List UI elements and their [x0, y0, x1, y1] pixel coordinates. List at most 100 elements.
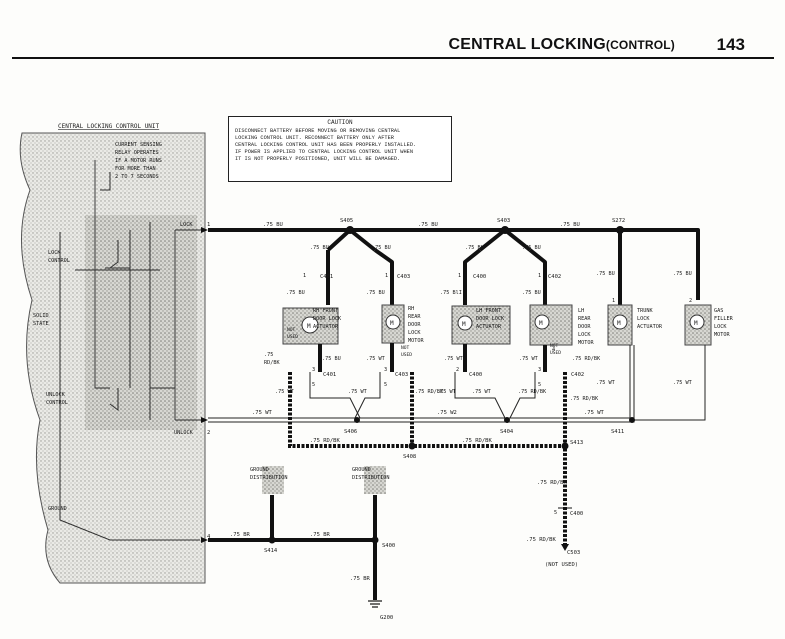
wire-label-br-2: .75 BR [310, 532, 331, 538]
svg-text:.75 WT: .75 WT [366, 356, 385, 362]
lock-control-label: LOCK CONTROL [48, 250, 70, 264]
subtitle-text: (CONTROL) [605, 38, 675, 52]
svg-text:LH FRONT: LH FRONT [476, 308, 501, 314]
wire-label-bu-2: .75 BU [418, 222, 438, 228]
svg-text:STATE: STATE [33, 321, 49, 327]
svg-text:UNLOCK: UNLOCK [46, 392, 66, 398]
lower-stubs [318, 343, 547, 372]
splice-s400: S400 [382, 543, 395, 549]
svg-text:USED: USED [550, 350, 561, 356]
connector-arrows [201, 227, 208, 543]
ground-dist-2: GROUND DISTRIBUTION [352, 466, 389, 494]
connector-c400c: C400 [570, 511, 583, 517]
svg-text:LOCK: LOCK [408, 330, 421, 336]
svg-text:.75 RD/BK: .75 RD/BK [415, 389, 444, 395]
svg-text:DOOR: DOOR [578, 324, 591, 330]
svg-text:.75 WT: .75 WT [444, 356, 463, 362]
rh-rear-motor: M [381, 304, 405, 344]
caution-line: IT IS NOT PROPERLY POSITIONED, UNIT WILL… [235, 156, 401, 162]
splice-s403: S403 [497, 218, 510, 224]
gas-filler-motor: M [684, 304, 712, 346]
svg-text:1: 1 [612, 298, 615, 304]
svg-text:.75 WT: .75 WT [596, 380, 615, 386]
wire-label-bu-i: .75 BlI [440, 290, 462, 296]
svg-text:.75 RD/BK: .75 RD/BK [570, 396, 599, 402]
svg-text:3: 3 [384, 367, 387, 373]
splice-s413: S413 [570, 440, 583, 446]
page-title: CENTRAL LOCKING(CONTROL) [449, 36, 676, 54]
svg-text:USED: USED [287, 334, 298, 340]
caution-line: LOCKING CONTROL UNIT. RECONNECT BATTERY … [235, 135, 394, 141]
ground-g200: G200 [380, 615, 393, 621]
ground-label: GROUND [48, 506, 67, 512]
svg-text:TRUNK: TRUNK [637, 308, 653, 314]
ground-g200-symbol [368, 600, 382, 608]
caution-box: CAUTION DISCONNECT BATTERY BEFORE MOVING… [228, 116, 452, 182]
svg-text:MOTOR: MOTOR [408, 338, 424, 344]
ground-wire-br [208, 495, 377, 600]
relay-note: CURRENT SENSING RELAY OPERATES IF A MOTO… [115, 142, 162, 180]
lh-rear-motor: M [529, 304, 573, 346]
svg-text:RH FRONT: RH FRONT [313, 308, 338, 314]
connector-labels-lower: C401 C403 C400 C402 [323, 372, 584, 378]
svg-text:.75 WT: .75 WT [472, 389, 491, 395]
svg-text:SOLID: SOLID [33, 313, 49, 319]
svg-text:M: M [617, 320, 621, 327]
svg-text:FOR MORE THAN: FOR MORE THAN [115, 166, 156, 172]
caution-line: DISCONNECT BATTERY BEFORE MOVING OR REMO… [235, 128, 401, 134]
wire-label-bu-3: .75 BU [560, 222, 580, 228]
pin-numbers-lower: 3 5 3 5 2 3 5 4 [312, 347, 555, 388]
svg-text:1: 1 [458, 273, 461, 279]
wire-labels-mid: .75 BU .75 WT .75 WT .75 WT .75 RD/BK .7… [264, 352, 692, 402]
connector-c402-top: C402 [548, 274, 561, 280]
connector-c403-top: C403 [397, 274, 410, 280]
svg-text:2: 2 [689, 298, 692, 304]
wire-label-rdbk-2: .75 RD/BK [462, 438, 492, 444]
svg-text:4: 4 [552, 347, 555, 353]
svg-text:.75 RD/BK: .75 RD/BK [572, 356, 601, 362]
page-number: 143 [716, 35, 745, 54]
splice-s411: S411 [611, 429, 624, 435]
wire-label-rdbk-3: .75 RD/BK [537, 480, 567, 486]
wire-label-br-3: .75 BR [350, 576, 371, 582]
splice-dots-ground [268, 536, 379, 544]
svg-text:M: M [539, 320, 543, 327]
svg-text:MOTOR: MOTOR [714, 332, 730, 338]
rdbk-wire [288, 372, 567, 545]
svg-text:NOT: NOT [550, 343, 559, 349]
svg-text:ACTUATOR: ACTUATOR [476, 324, 502, 330]
svg-text:.75 WT: .75 WT [348, 389, 367, 395]
svg-text:1: 1 [538, 273, 541, 279]
splice-s406: S406 [344, 429, 357, 435]
c503-arrow [561, 544, 569, 551]
rh-front-label: RH FRONT DOOR LOCK ACTUATOR [313, 308, 342, 330]
pin-lock-label: LOCK [180, 222, 193, 228]
svg-text:LH: LH [578, 308, 584, 314]
lh-front-label: LH FRONT DOOR LOCK ACTUATOR [476, 308, 505, 330]
svg-text:DOOR: DOOR [408, 322, 421, 328]
splice-dots-mid [354, 417, 635, 423]
wire-label-wt-main-1: .75 WT [252, 410, 273, 416]
gas-filler-label: GAS FILLER LOCK MOTOR [714, 308, 734, 338]
wire-label-bu-f: .75 BU [673, 271, 692, 277]
svg-text:M: M [462, 321, 466, 328]
svg-text:IF A MOTOR RUNS: IF A MOTOR RUNS [115, 158, 162, 164]
pin-5-c400: 5 [554, 510, 557, 516]
svg-text:C401: C401 [323, 372, 336, 378]
svg-text:.75: .75 [264, 352, 273, 358]
svg-text:NOT: NOT [401, 345, 410, 351]
splice-s405: S405 [340, 218, 353, 224]
control-unit-circuit [59, 160, 205, 541]
wire-label-bu-d: .75 BU [522, 245, 541, 251]
connector-c401-top: C401 [320, 274, 333, 280]
svg-text:.75 WT: .75 WT [437, 389, 456, 395]
trunk-label: TRUNK LOCK ACTUATOR [637, 308, 663, 330]
splice-s272: S272 [612, 218, 625, 224]
caution-body: DISCONNECT BATTERY BEFORE MOVING OR REMO… [235, 128, 445, 163]
wire-label-bu-j: .75 BU [522, 290, 541, 296]
splice-s404: S404 [500, 429, 514, 435]
svg-text:1: 1 [303, 273, 306, 279]
wire-label-rdbk-1: .75 RD/BK [310, 438, 340, 444]
